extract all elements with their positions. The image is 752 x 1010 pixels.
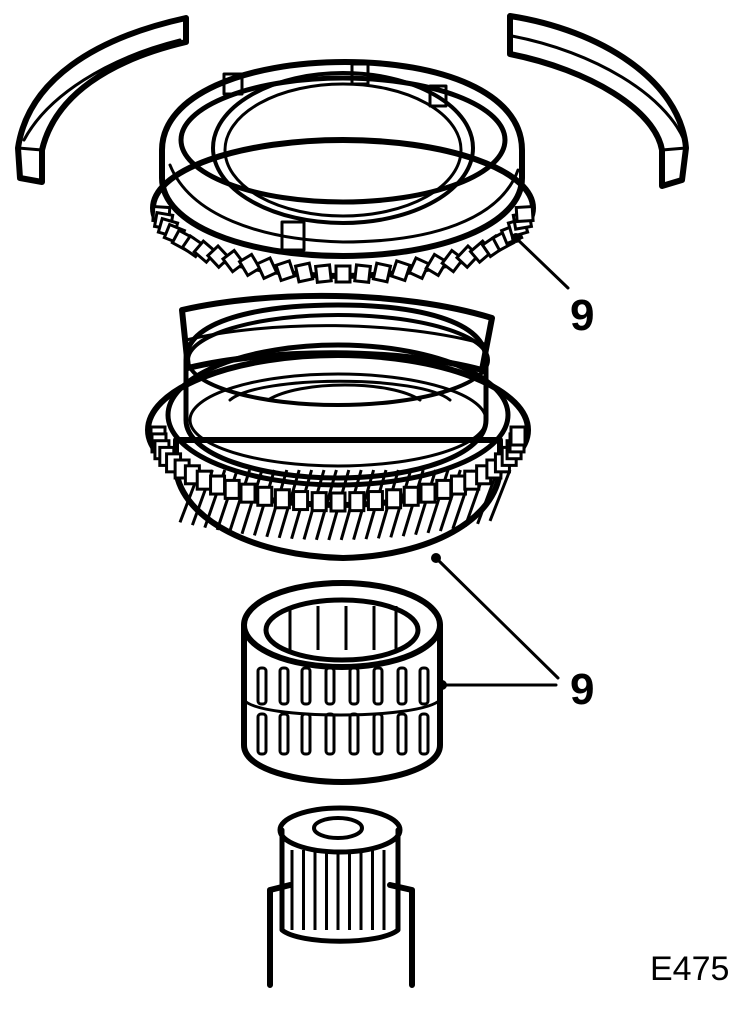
synchronizer-ring-teeth xyxy=(151,204,535,284)
gear-dog-tooth xyxy=(402,485,420,507)
synchronizer-ring xyxy=(150,59,536,284)
ring-tooth xyxy=(353,263,373,284)
cage-slot-upper xyxy=(348,666,360,706)
ring-tooth xyxy=(389,258,412,283)
cage-slot-lower xyxy=(396,712,408,756)
gear-dog-tooth xyxy=(509,425,527,447)
ring-tooth xyxy=(313,263,333,284)
ring-tooth xyxy=(424,252,449,278)
callout-bottom: 9 xyxy=(431,553,594,714)
gear-dog-tooth xyxy=(329,491,347,513)
callout-bottom-label: 9 xyxy=(570,665,594,714)
cage-slot-lower xyxy=(256,712,268,756)
cage-slot-upper xyxy=(372,666,384,706)
gear-dog-tooth xyxy=(385,488,403,510)
ring-tooth xyxy=(220,248,246,274)
ring-tooth xyxy=(514,204,535,224)
cage-slot-lower xyxy=(418,712,430,756)
gear-dog-tooth xyxy=(366,490,384,512)
gear-dog-tooth xyxy=(223,478,241,500)
cage-slot-lower xyxy=(278,712,290,756)
helical-tooth xyxy=(488,469,512,522)
ring-tooth xyxy=(293,261,315,284)
ring-tooth xyxy=(334,264,352,284)
cage-slot-lower xyxy=(372,712,384,756)
ring-tooth xyxy=(237,252,262,278)
ring-tooth xyxy=(255,255,279,281)
cage-slot-upper xyxy=(396,666,408,706)
synchro-segment-right xyxy=(507,13,689,189)
cage-slot-lower xyxy=(324,712,336,756)
cage-slot-upper xyxy=(418,666,430,706)
helical-gear xyxy=(145,302,531,561)
cage-slot-upper xyxy=(278,666,290,706)
cage-slot-upper xyxy=(300,666,312,706)
gear-dog-tooth xyxy=(348,491,366,513)
gear-dog-tooth xyxy=(419,482,437,504)
ring-tooth xyxy=(371,261,393,284)
ring-tooth xyxy=(274,258,297,283)
callout-top: 9 xyxy=(511,233,594,340)
needle-bearing-cage-slots xyxy=(256,606,430,756)
callout-top-label: 9 xyxy=(570,291,594,340)
synchro-segment-left xyxy=(15,15,189,185)
cage-slot-upper xyxy=(324,666,336,706)
gear-dog-tooth xyxy=(310,491,328,513)
gear-dog-tooth xyxy=(292,490,310,512)
ring-tooth xyxy=(407,255,431,281)
cage-slot-upper xyxy=(256,666,268,706)
needle-bearing xyxy=(241,580,443,785)
cage-slot-lower xyxy=(348,712,360,756)
splined-shaft xyxy=(267,805,415,988)
gear-dog-tooth xyxy=(273,488,291,510)
gear-dog-tooth xyxy=(209,474,227,496)
cage-slot-lower xyxy=(300,712,312,756)
figure-id: E475 xyxy=(650,950,729,988)
gear-dog-teeth xyxy=(149,425,527,513)
gear-dog-tooth xyxy=(256,485,274,507)
gear-dog-tooth xyxy=(435,478,453,500)
shaft-splines xyxy=(290,850,386,930)
gear-dog-tooth xyxy=(239,482,257,504)
